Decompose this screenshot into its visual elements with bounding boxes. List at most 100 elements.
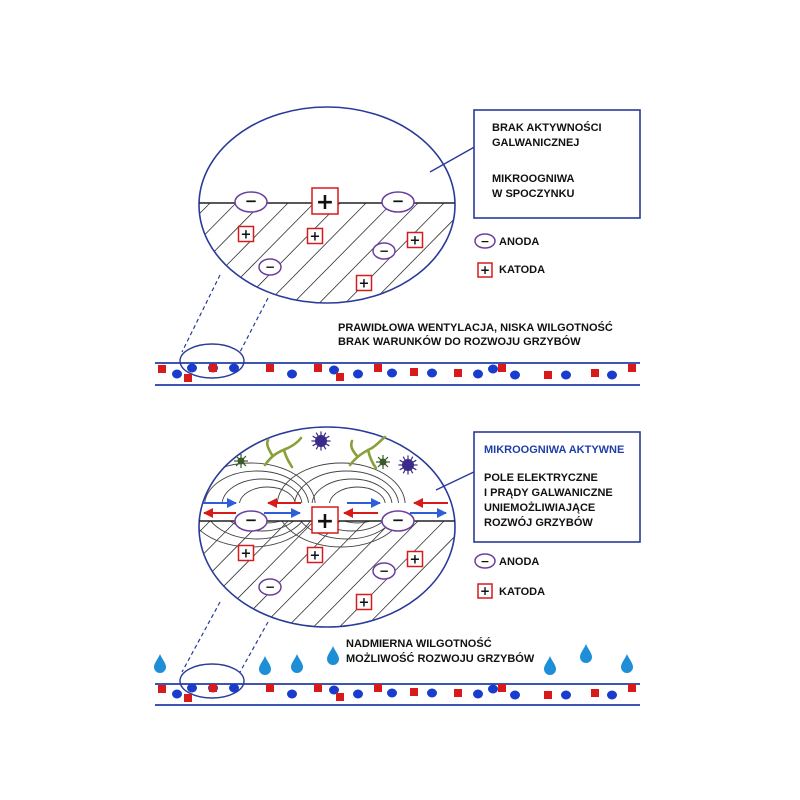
cathode-symbol: +	[311, 187, 339, 215]
galvanic-current-arrows	[203, 498, 448, 518]
svg-text:−: −	[379, 564, 389, 578]
anode-symbol: −	[258, 578, 282, 596]
svg-text:−: −	[265, 260, 275, 274]
top-legend: −+	[474, 233, 496, 278]
anode-particle	[561, 370, 571, 380]
cathode-particle	[544, 371, 552, 379]
mite-icon	[234, 454, 248, 468]
anode-particle	[387, 368, 397, 378]
svg-text:−: −	[265, 580, 275, 594]
anode-symbol: −	[381, 510, 415, 532]
anode-particle	[427, 688, 437, 698]
water-drop-icon	[580, 644, 592, 663]
svg-text:+: +	[359, 596, 370, 611]
cathode-particle	[410, 688, 418, 696]
anode-particle	[287, 689, 297, 699]
cathode-particle	[158, 685, 166, 693]
anode-particle	[427, 368, 437, 378]
water-drop-icon	[621, 654, 633, 673]
fungal-spore-icon	[311, 431, 331, 451]
cathode-particle	[266, 364, 274, 372]
bottom-box-line-1: POLE ELEKTRYCZNE	[484, 472, 598, 484]
cathode-symbol: +	[306, 546, 324, 564]
water-drop-icon	[291, 654, 303, 673]
cathode-symbol: +	[355, 593, 373, 611]
cathode-particle	[209, 684, 217, 692]
cathode-particle	[628, 364, 636, 372]
bottom-magnified-circle	[198, 426, 456, 628]
fungal-organisms	[234, 431, 418, 475]
anode-particle	[287, 369, 297, 379]
water-drop-icon	[544, 656, 556, 675]
fungal-spore-icon	[398, 455, 418, 475]
fungal-hypha-icon	[263, 436, 303, 469]
svg-text:−: −	[245, 511, 258, 529]
anode-symbol: −	[234, 510, 268, 532]
cathode-particle	[454, 369, 462, 377]
bottom-info-box	[473, 431, 641, 543]
bottom-box-title: MIKROOGNIWA AKTYWNE	[484, 444, 625, 456]
top-sample-ellipse	[179, 343, 245, 379]
water-drop-icon	[154, 654, 166, 673]
svg-text:+: +	[480, 263, 490, 277]
anode-symbol: −	[372, 242, 396, 260]
anode-particle	[387, 688, 397, 698]
anode-particle	[353, 369, 363, 379]
svg-text:+: +	[410, 234, 421, 249]
top-info-box	[473, 109, 641, 219]
mite-icon	[376, 455, 390, 469]
svg-text:−: −	[245, 192, 258, 210]
anode-particle	[329, 365, 339, 375]
svg-text:−: −	[480, 555, 489, 568]
anode-particle	[329, 685, 339, 695]
svg-text:+: +	[480, 584, 490, 598]
top-legend-cathode-label: KATODA	[499, 264, 546, 276]
top-box-line-4: W SPOCZYNKU	[492, 188, 575, 200]
anode-particle	[353, 689, 363, 699]
svg-text:+: +	[316, 190, 334, 215]
bottom-legend-anode-label: ANODA	[499, 556, 540, 568]
cathode-symbol: +	[406, 231, 424, 249]
anode-symbol: −	[381, 191, 415, 213]
cathode-symbol: +	[355, 274, 373, 292]
top-caption-line-2: BRAK WARUNKÓW DO ROZWOJU GRZYBÓW	[338, 336, 581, 348]
cathode-symbol: +	[477, 583, 493, 599]
cathode-symbol: +	[311, 506, 339, 534]
cathode-particle	[374, 364, 382, 372]
bottom-box-line-3: UNIEMOŻLIWIAJĄCE	[484, 502, 596, 514]
top-magnified-circle	[198, 106, 456, 304]
cathode-symbol: +	[306, 227, 324, 245]
bottom-legend-cathode-label: KATODA	[499, 586, 546, 598]
cathode-symbol: +	[477, 262, 493, 278]
svg-text:+: +	[316, 509, 334, 534]
bottom-caption-line-2: MOŻLIWOŚĆ ROZWOJU GRZYBÓW	[346, 653, 535, 665]
water-drop-icon	[259, 656, 271, 675]
anode-particle	[187, 363, 197, 373]
cathode-particle	[591, 689, 599, 697]
anode-symbol: −	[234, 191, 268, 213]
cathode-particle	[454, 689, 462, 697]
svg-text:+: +	[310, 549, 321, 564]
anode-symbol: −	[258, 258, 282, 276]
anode-particle	[172, 689, 182, 699]
top-zoom-line-right	[239, 297, 269, 353]
cathode-particle	[628, 684, 636, 692]
cathode-particle	[498, 364, 506, 372]
cathode-particle	[591, 369, 599, 377]
top-strip-particles	[158, 363, 636, 382]
top-box-connector	[429, 144, 479, 173]
svg-text:+: +	[241, 228, 252, 243]
anode-particle	[561, 690, 571, 700]
anode-symbol: −	[474, 233, 496, 249]
top-legend-anode-label: ANODA	[499, 236, 540, 248]
cathode-particle	[314, 364, 322, 372]
anode-particle	[607, 370, 617, 380]
anode-particle	[172, 369, 182, 379]
svg-text:+: +	[241, 547, 252, 562]
anode-symbol: −	[474, 553, 496, 569]
bottom-box-line-4: ROZWÓJ GRZYBÓW	[484, 517, 593, 529]
anode-particle	[229, 363, 239, 373]
top-box-line-3: MIKROOGNIWA	[492, 173, 575, 185]
svg-text:−: −	[392, 192, 405, 210]
